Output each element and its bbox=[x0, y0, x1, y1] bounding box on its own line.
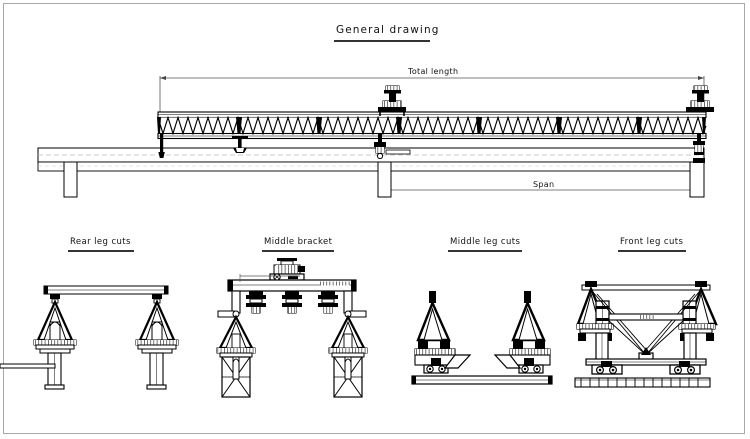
detail-title-middle-leg-cuts: Middle leg cuts bbox=[450, 237, 521, 247]
detail-title-rear-leg-cuts-underline bbox=[68, 250, 134, 252]
middle-bracket-hoists bbox=[246, 291, 338, 314]
middle-leg-right bbox=[509, 291, 551, 374]
detail-rear-leg-cuts bbox=[33, 285, 179, 390]
middle-bracket-outriggers bbox=[217, 290, 367, 318]
front-leg-right bbox=[678, 285, 718, 364]
front-leg-bogies bbox=[591, 361, 701, 375]
rear-leg-elevation bbox=[158, 133, 165, 158]
pier-rear bbox=[63, 161, 78, 198]
pier-front bbox=[689, 161, 705, 198]
bridge-deck bbox=[37, 147, 705, 172]
front-leg-left bbox=[576, 285, 614, 364]
hoist-trolley-middle bbox=[378, 85, 406, 116]
detail-middle-bracket bbox=[216, 258, 368, 398]
page-title-underline bbox=[334, 40, 430, 42]
span-label: Span bbox=[533, 180, 555, 189]
pier-middle bbox=[377, 161, 392, 198]
detail-title-middle-leg-cuts-underline bbox=[448, 250, 522, 252]
general-arrangement-elevation bbox=[37, 76, 714, 198]
rear-leg-left bbox=[33, 294, 77, 390]
detail-title-front-leg-cuts: Front leg cuts bbox=[620, 237, 684, 247]
main-truss-girder bbox=[157, 111, 707, 140]
detail-front-leg-cuts bbox=[574, 281, 718, 388]
detail-title-middle-bracket: Middle bracket bbox=[264, 237, 333, 247]
detail-title-front-leg-cuts-underline bbox=[618, 250, 686, 252]
middle-bracket-leg-right bbox=[328, 314, 368, 398]
middle-bracket-leg-left bbox=[216, 314, 256, 398]
front-leg-cross-bracing bbox=[592, 291, 700, 356]
truss-panel-posts bbox=[157, 117, 706, 134]
middle-bracket-elevation bbox=[374, 133, 411, 160]
middle-leg-left bbox=[414, 291, 456, 374]
page-title: General drawing bbox=[336, 24, 440, 36]
bridge-piers bbox=[63, 161, 705, 198]
detail-middle-leg-cuts bbox=[0, 291, 553, 385]
middle-bracket-trolley bbox=[269, 258, 305, 281]
middle-leg-elevation bbox=[232, 136, 248, 153]
total-length-label: Total length bbox=[408, 67, 459, 76]
hoist-trolley-front bbox=[686, 85, 714, 112]
truss-web-diagonals bbox=[157, 115, 707, 136]
detail-title-rear-leg-cuts: Rear leg cuts bbox=[70, 237, 131, 247]
front-leg-elevation bbox=[693, 133, 705, 163]
rear-leg-right bbox=[135, 294, 179, 390]
drawing-border bbox=[3, 3, 745, 434]
detail-title-middle-bracket-underline bbox=[262, 250, 334, 252]
